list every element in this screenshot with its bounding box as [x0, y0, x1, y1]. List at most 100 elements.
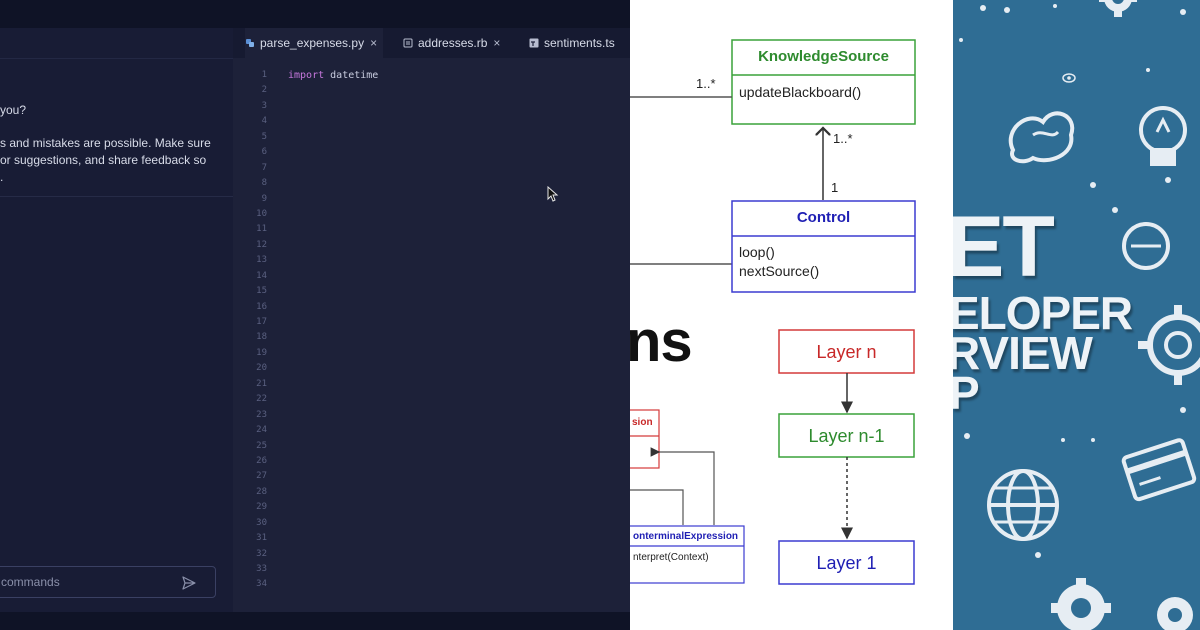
line-number: 33	[256, 564, 267, 574]
line-number: 14	[256, 270, 267, 281]
close-icon[interactable]: ×	[493, 36, 501, 50]
mouse-pointer-icon	[547, 186, 559, 202]
layer-1-label: Layer 1	[816, 553, 877, 573]
gear-icon	[1099, 0, 1137, 17]
keyword-import: import	[288, 70, 325, 81]
line-number: 2	[261, 85, 267, 96]
eye-icon	[1062, 73, 1076, 83]
line-number: 5	[261, 131, 267, 142]
expression-class-fragment	[630, 409, 660, 469]
title-line-3: RVIEW	[953, 327, 1093, 379]
line-number: 10	[256, 208, 267, 219]
nonterminal-expression-title: onterminalExpression	[633, 531, 739, 542]
knowledge-source-title: KnowledgeSource	[758, 48, 889, 65]
cloud-icon	[1008, 111, 1075, 164]
code-area[interactable]: import datetime	[288, 68, 378, 83]
line-number: 17	[256, 317, 267, 327]
control-title: Control	[796, 209, 851, 226]
credit-card-icon	[1121, 438, 1197, 502]
send-icon[interactable]	[181, 575, 197, 591]
title-line-1: ET	[953, 199, 1055, 295]
line-number: 9	[261, 193, 267, 204]
line-number: 29	[256, 502, 267, 513]
decorative-icons	[959, 0, 1200, 630]
code-pane: parse_expenses.py × addresses.rb × senti…	[233, 28, 630, 612]
status-bar	[0, 612, 630, 630]
dotnet-interview-banner: ET ELOPER RVIEW P	[953, 0, 1200, 630]
tab-label: addresses.rb	[418, 36, 488, 50]
interpret-method: nterpret(Context)	[633, 552, 709, 563]
line-number: 34	[256, 579, 267, 590]
browser-icon	[1122, 222, 1170, 270]
line-number: 20	[256, 363, 267, 374]
chat-pane: you? s and mistakes are possible. Make s…	[0, 28, 233, 612]
line-number: 4	[261, 116, 267, 127]
line-number: 21	[256, 378, 267, 389]
knowledge-source-class	[731, 39, 916, 125]
title-line-2: ELOPER	[953, 287, 1133, 339]
line-number: 16	[256, 301, 267, 312]
line-number: 19	[256, 347, 267, 358]
multiplicity-top: 1..*	[833, 131, 853, 146]
tab-bar: parse_expenses.py × addresses.rb × senti…	[233, 28, 630, 58]
heading-fragment: ns	[630, 309, 693, 374]
nonterminal-expression-class	[630, 525, 745, 584]
line-number: 28	[256, 486, 267, 497]
lightbulb-icon	[1139, 106, 1187, 166]
chat-question: you?	[0, 103, 27, 117]
line-number: 32	[256, 548, 267, 559]
line-number: 22	[256, 394, 267, 405]
code-editor-panel: you? s and mistakes are possible. Make s…	[0, 0, 630, 630]
control-class	[731, 200, 916, 293]
tab-label: parse_expenses.py	[260, 36, 365, 50]
line-number: 11	[256, 224, 267, 235]
layer-n-box	[778, 329, 915, 374]
line-number: 27	[256, 471, 267, 482]
line-number: 25	[256, 440, 267, 451]
line-number: 30	[256, 517, 267, 528]
chat-divider	[0, 196, 233, 197]
line-number: 8	[261, 178, 267, 189]
line-number: 18	[256, 332, 267, 343]
title-line-4: P	[953, 367, 980, 419]
line-number: 12	[256, 239, 267, 250]
next-source-method: nextSource()	[739, 263, 820, 279]
tab-addresses[interactable]: addresses.rb ×	[403, 28, 500, 58]
python-file-icon	[246, 39, 254, 47]
title-bar	[0, 0, 630, 28]
command-input[interactable]	[1, 567, 181, 597]
line-number: 3	[261, 100, 267, 111]
chat-disclaimer: s and mistakes are possible. Make sure o…	[0, 136, 211, 184]
update-blackboard-method: updateBlackboard()	[739, 84, 862, 100]
line-number: 1	[261, 70, 267, 80]
typescript-file-icon	[529, 38, 539, 48]
layer-n-label: Layer n	[816, 342, 877, 362]
gear-icon	[1157, 597, 1193, 630]
module-name: datetime	[330, 70, 379, 81]
line-number: 26	[256, 455, 267, 466]
command-box	[0, 566, 216, 598]
expression-fragment-label: sion	[632, 417, 653, 428]
uml-diagram	[630, 39, 916, 585]
line-number: 23	[256, 409, 267, 420]
line-number: 7	[261, 162, 267, 173]
multiplicity-bottom: 1	[831, 180, 839, 195]
line-number: 24	[256, 425, 267, 436]
decorative-dots	[959, 4, 1186, 558]
ruby-file-icon	[403, 38, 413, 48]
tab-parse-expenses[interactable]: parse_expenses.py ×	[245, 28, 384, 58]
uml-diagram-panel: KnowledgeSource updateBlackboard() 1..* …	[630, 0, 953, 630]
globe-icon	[987, 469, 1059, 541]
loop-method: loop()	[739, 244, 775, 260]
line-number: 15	[256, 286, 267, 297]
chat-header	[0, 28, 233, 59]
layer-1-box	[778, 540, 915, 585]
line-number: 13	[256, 255, 267, 266]
tab-sentiments[interactable]: sentiments.ts	[529, 28, 615, 58]
line-number: 6	[261, 147, 267, 158]
gear-icon	[1051, 578, 1111, 630]
close-icon[interactable]: ×	[370, 36, 378, 50]
line-number: 31	[256, 533, 267, 544]
layer-n-1-label: Layer n-1	[808, 426, 885, 446]
